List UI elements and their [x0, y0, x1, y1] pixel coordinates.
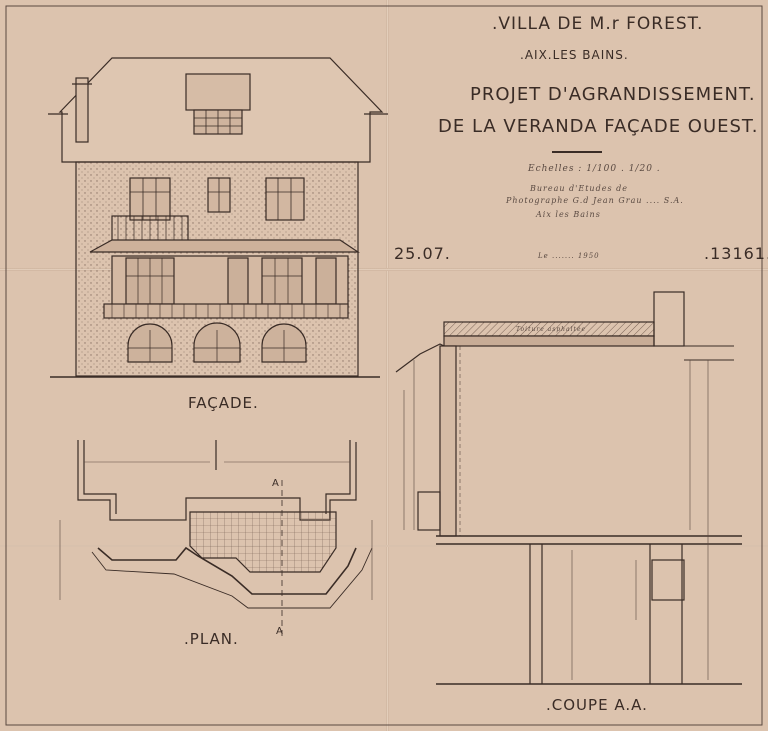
- section-marker-bottom: A: [276, 626, 284, 637]
- facade-label: FAÇADE.: [188, 394, 259, 412]
- fold-line-horizontal: [0, 268, 768, 271]
- floor-plan: [59, 440, 373, 640]
- fold-line-vertical: [386, 0, 389, 731]
- office-line2: Photographe G.d Jean Grau .... S.A.: [506, 196, 684, 205]
- town-name: .AIX.LES BAINS.: [520, 48, 629, 62]
- villa-title: .VILLA DE M.r FOREST.: [492, 14, 704, 34]
- facade-elevation: [48, 57, 388, 378]
- office-line1: Bureau d'Etudes de: [530, 184, 628, 193]
- section-view: [395, 291, 742, 685]
- roof-note: Toiture asphaltée: [516, 326, 587, 333]
- section-marker-top: A: [272, 478, 280, 489]
- project-title-line2: DE LA VERANDA FAÇADE OUEST.: [438, 116, 759, 137]
- office-line3: Aix les Bains: [536, 210, 601, 219]
- fold-line-horizontal-lower: [0, 545, 768, 547]
- scale-note: Echelles : 1/100 . 1/20 .: [528, 164, 661, 174]
- section-label: .COUPE A.A.: [546, 696, 648, 714]
- date-stamp: Le ....... 1950: [538, 252, 600, 260]
- plan-label: .PLAN.: [184, 630, 239, 648]
- drawing-date: 25.07.: [394, 244, 451, 263]
- drawing-number: .13161.: [704, 244, 768, 263]
- project-title-line1: PROJET D'AGRANDISSEMENT.: [470, 84, 756, 105]
